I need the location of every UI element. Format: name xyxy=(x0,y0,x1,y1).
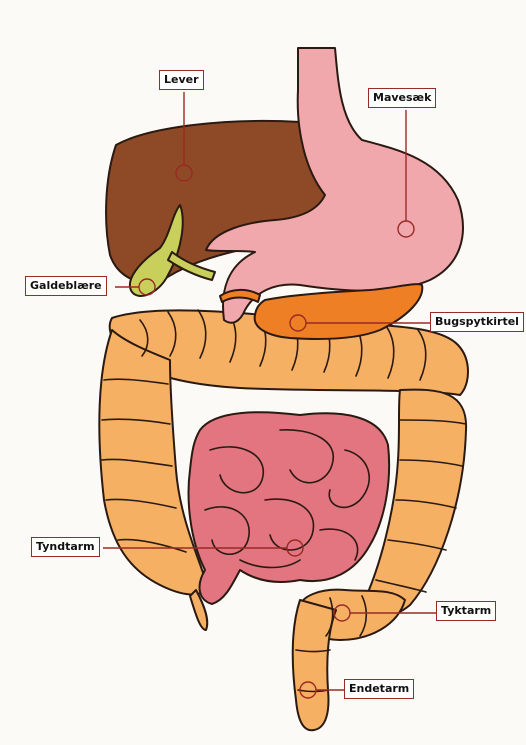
label-lever: Lever xyxy=(159,70,204,90)
label-tyndtarm: Tyndtarm xyxy=(31,537,100,557)
label-tyktarm: Tyktarm xyxy=(436,601,496,621)
label-bugspytkirtel: Bugspytkirtel xyxy=(430,312,524,332)
label-endetarm: Endetarm xyxy=(344,679,414,699)
label-mavesaek: Mavesæk xyxy=(368,88,436,108)
label-galdeblaere: Galdeblære xyxy=(25,276,107,296)
